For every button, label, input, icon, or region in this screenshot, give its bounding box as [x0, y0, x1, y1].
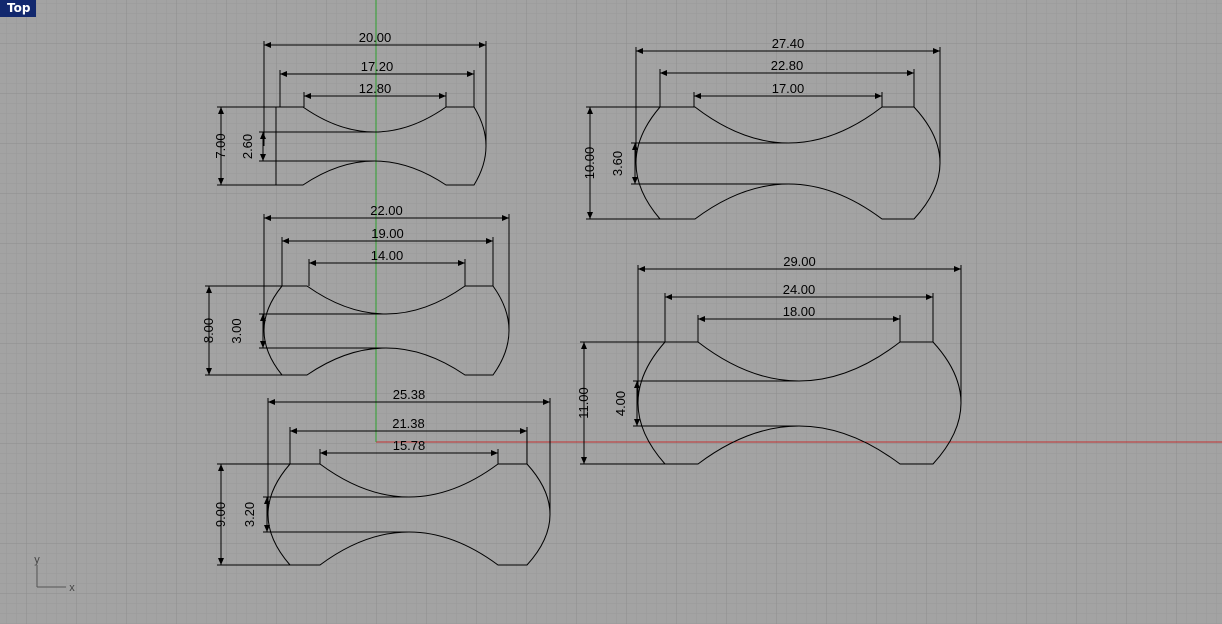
dimension-arrowhead	[467, 71, 474, 77]
neck-dimension-label: 3.00	[229, 318, 244, 343]
dimension-arrowhead	[264, 42, 271, 48]
dimension-arrowhead	[926, 294, 933, 300]
width-dimension-label: 24.00	[783, 282, 816, 297]
dimension-arrowhead	[439, 93, 446, 99]
width-dimension-label: 22.00	[370, 203, 403, 218]
neck-dimension-label: 3.20	[242, 502, 257, 527]
dimension-arrowhead	[660, 70, 667, 76]
dimension-arrowhead	[290, 428, 297, 434]
viewport-tab[interactable]: Top	[0, 0, 37, 17]
dimension-arrowhead	[581, 457, 587, 464]
width-dimension-label: 17.00	[772, 81, 805, 96]
dimension-arrowhead	[218, 178, 224, 185]
dimension-arrowhead	[893, 316, 900, 322]
shape-outline	[263, 285, 510, 376]
height-dimension-label: 10.00	[582, 147, 597, 180]
dimension-arrowhead	[698, 316, 705, 322]
dimension-arrowhead	[206, 286, 212, 293]
width-dimension-label: 14.00	[371, 248, 404, 263]
shape-outline	[635, 106, 941, 220]
width-dimension-label: 17.20	[361, 59, 394, 74]
dimension-arrowhead	[260, 314, 266, 321]
width-dimension-label: 19.00	[371, 226, 404, 241]
width-dimension-label: 21.38	[392, 416, 425, 431]
width-dimension-label: 12.80	[359, 81, 392, 96]
dimension-arrowhead	[933, 48, 940, 54]
dimension-arrowhead	[309, 260, 316, 266]
dimensioned-shape-a: 20.00 17.20 12.80 7.00 2.60	[213, 30, 487, 186]
dimension-arrowhead	[638, 266, 645, 272]
axis-widget: y x	[34, 554, 75, 594]
dimension-arrowhead	[875, 93, 882, 99]
width-dimension-label: 20.00	[359, 30, 392, 45]
width-dimension-label: 27.40	[772, 36, 805, 51]
dimension-arrowhead	[486, 238, 493, 244]
dimension-arrowhead	[587, 107, 593, 114]
shape-outline	[275, 106, 487, 186]
dimension-arrowhead	[587, 212, 593, 219]
width-dimension-label: 22.80	[771, 58, 804, 73]
dimension-arrowhead	[491, 450, 498, 456]
dimension-arrowhead	[458, 260, 465, 266]
dimension-arrowhead	[634, 381, 640, 388]
dimension-arrowhead	[907, 70, 914, 76]
dimensioned-shape-c: 22.00 19.00 14.00 8.00 3.00	[201, 203, 510, 376]
dimension-arrowhead	[260, 341, 266, 348]
dimension-arrowhead	[479, 42, 486, 48]
dimension-arrowhead	[665, 294, 672, 300]
dimension-arrowhead	[264, 215, 271, 221]
neck-dimension-label: 2.60	[240, 134, 255, 159]
dimension-arrowhead	[632, 177, 638, 184]
dimension-arrowhead	[694, 93, 701, 99]
shape-outline	[267, 463, 551, 566]
dimensioned-shape-e: 25.38 21.38 15.78 9.00 3.20	[213, 387, 551, 566]
dimension-arrowhead	[543, 399, 550, 405]
dimension-arrowhead	[520, 428, 527, 434]
width-dimension-label: 18.00	[783, 304, 816, 319]
dimension-arrowhead	[260, 154, 266, 161]
dimension-arrowhead	[264, 497, 270, 504]
dimension-arrowhead	[502, 215, 509, 221]
dimension-arrowhead	[268, 399, 275, 405]
shape-outline	[637, 341, 962, 465]
dimension-arrowhead	[632, 143, 638, 150]
width-dimension-label: 15.78	[393, 438, 426, 453]
dimension-arrowhead	[218, 558, 224, 565]
dimensioned-shape-b: 27.40 22.80 17.00 10.00 3.60	[582, 36, 941, 220]
dimension-arrowhead	[954, 266, 961, 272]
width-dimension-label: 29.00	[783, 254, 816, 269]
dimension-arrowhead	[264, 525, 270, 532]
neck-dimension-label: 4.00	[613, 391, 628, 416]
dimension-arrowhead	[636, 48, 643, 54]
axis-widget-y-label: y	[34, 554, 40, 566]
dimension-arrowhead	[218, 464, 224, 471]
dimension-arrowhead	[304, 93, 311, 99]
dimension-arrowhead	[218, 107, 224, 114]
dimension-arrowhead	[320, 450, 327, 456]
neck-dimension-label: 3.60	[610, 151, 625, 176]
dimension-arrowhead	[206, 368, 212, 375]
width-dimension-label: 25.38	[393, 387, 426, 402]
height-dimension-label: 8.00	[201, 318, 216, 343]
height-dimension-label: 11.00	[576, 387, 591, 419]
dimension-arrowhead	[260, 132, 266, 139]
dimension-arrowhead	[282, 238, 289, 244]
axis-widget-x-label: x	[69, 582, 75, 594]
dimension-arrowhead	[581, 342, 587, 349]
dimension-arrowhead	[634, 419, 640, 426]
dimensioned-shape-d: 29.00 24.00 18.00 11.00 4.00	[576, 254, 962, 465]
height-dimension-label: 7.00	[213, 133, 228, 158]
dimension-arrowhead	[280, 71, 287, 77]
height-dimension-label: 9.00	[213, 502, 228, 527]
